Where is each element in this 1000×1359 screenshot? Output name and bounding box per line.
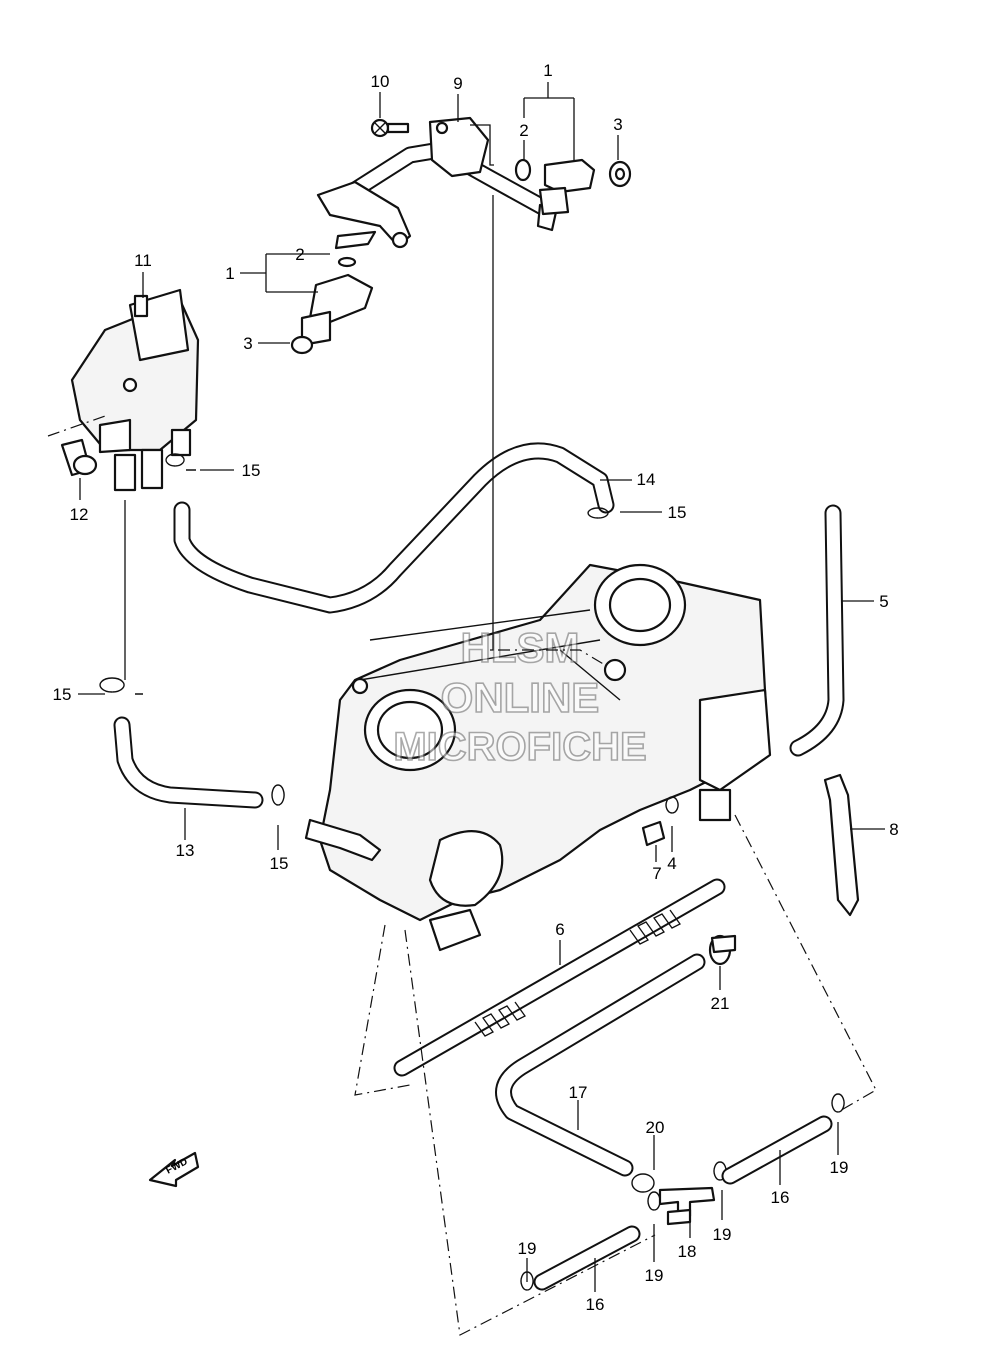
callout-11: 11: [134, 251, 152, 270]
injector-upper: [514, 158, 632, 216]
callout-1-upper: 1: [543, 61, 552, 80]
t-joint-18: [658, 1186, 716, 1226]
watermark: HLSM ONLINE MICROFICHE: [393, 623, 648, 770]
bolt-10: [370, 118, 410, 138]
callout-14: 14: [637, 470, 656, 489]
watermark-line-3: MICROFICHE: [393, 725, 646, 769]
leader-lines: [78, 82, 885, 1292]
callout-15-isc: 15: [242, 461, 261, 480]
callout-3-upper: 3: [613, 115, 622, 134]
cap-7-clip-4: [641, 796, 679, 847]
callout-13: 13: [176, 841, 195, 860]
clip-15-hose14: [587, 507, 609, 519]
callouts: 1 2 3 9 10 11 1 2 3 12 15 14 15 5 15 13 …: [53, 61, 899, 1314]
clip-15-isc: [165, 453, 196, 471]
injector-lower: [290, 230, 377, 355]
screw-12: [60, 438, 98, 477]
callout-15-hose13: 15: [270, 854, 289, 873]
callout-19-bottom-left: 19: [518, 1239, 537, 1258]
callout-10: 10: [371, 72, 390, 91]
clip-15-lower: [99, 677, 143, 695]
clamp-21: [708, 934, 737, 966]
callout-3-lower: 3: [243, 334, 252, 353]
callout-18: 18: [678, 1242, 697, 1261]
callout-7: 7: [652, 864, 661, 883]
reference-lines: [47, 414, 877, 1336]
callout-19-bottom-mid: 19: [645, 1266, 664, 1285]
callout-1-lower: 1: [225, 264, 234, 283]
spring-6-upper: [629, 909, 681, 945]
clip-19-b: [647, 1191, 661, 1211]
callout-15-left: 15: [53, 685, 72, 704]
callout-12: 12: [70, 505, 89, 524]
callout-6: 6: [555, 920, 564, 939]
callout-8: 8: [889, 820, 898, 839]
callout-16-bottom: 16: [586, 1295, 605, 1314]
callout-9: 9: [453, 74, 462, 93]
clip-20: [631, 1173, 655, 1193]
watermark-line-2: ONLINE: [441, 674, 600, 721]
throttle-body: [304, 563, 772, 952]
callout-19-right: 19: [830, 1158, 849, 1177]
callout-4: 4: [667, 854, 676, 873]
spring-6-lower: [474, 1001, 526, 1037]
clamp-8: [823, 773, 860, 917]
callout-2-lower: 2: [295, 245, 304, 264]
clip-15-hose13: [271, 784, 285, 806]
fwd-arrow-icon: FWD: [148, 1151, 200, 1188]
callout-17: 17: [569, 1083, 588, 1102]
callout-19-mid: 19: [713, 1225, 732, 1244]
isc-valve: [70, 288, 200, 492]
callout-20: 20: [646, 1118, 665, 1137]
watermark-line-1: HLSM: [461, 624, 580, 671]
callout-2-upper: 2: [519, 121, 528, 140]
callout-5: 5: [879, 592, 888, 611]
fuel-rail-assembly: [316, 116, 558, 249]
callout-16-right: 16: [771, 1188, 790, 1207]
callout-15-hose14: 15: [668, 503, 687, 522]
callout-21: 21: [711, 994, 730, 1013]
